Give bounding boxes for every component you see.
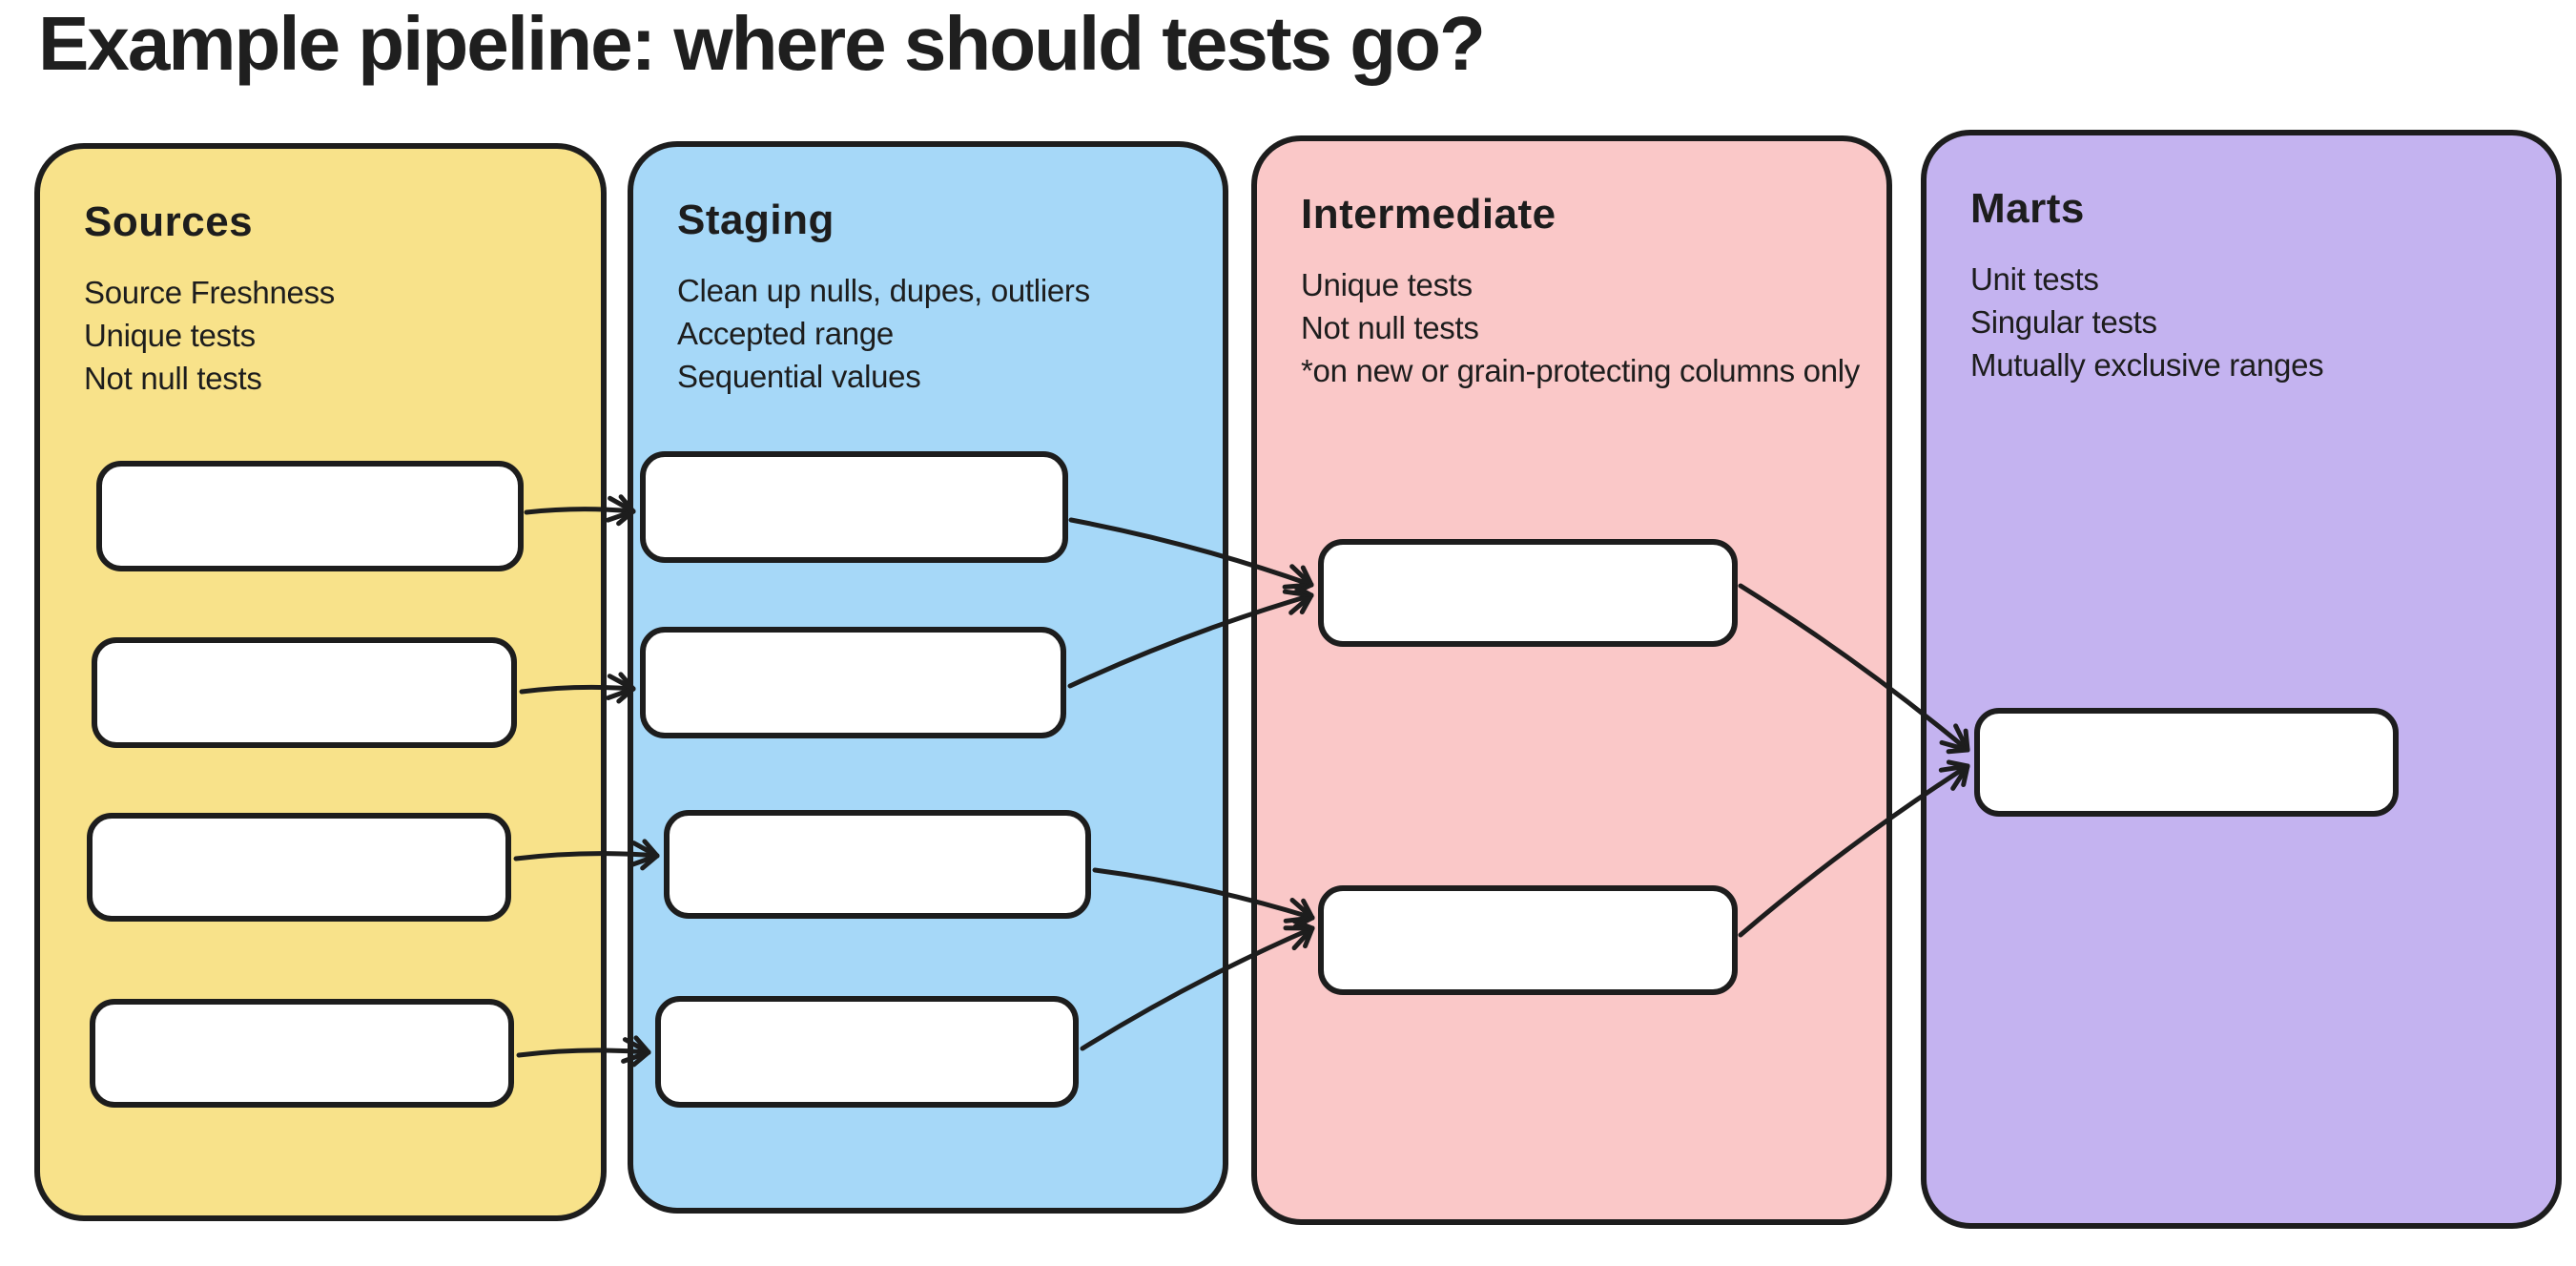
panel-marts: Marts Unit tests Singular tests Mutually… [1921, 130, 2562, 1229]
box-staging-1 [640, 451, 1068, 563]
page-title: Example pipeline: where should tests go? [38, 1, 1486, 86]
panel-intermediate: Intermediate Unique tests Not null tests… [1251, 135, 1892, 1225]
box-intermediate-2 [1318, 885, 1738, 995]
panel-sources-label: Sources [84, 198, 254, 245]
panel-staging-note-3: Sequential values [677, 359, 921, 394]
panel-marts-note-2: Singular tests [1970, 304, 2157, 340]
panel-staging-notes: Clean up nulls, dupes, outliers Accepted… [677, 269, 1223, 398]
box-source-1 [96, 461, 524, 571]
panel-marts-note-3: Mutually exclusive ranges [1970, 347, 2324, 383]
panel-marts-notes: Unit tests Singular tests Mutually exclu… [1970, 258, 2556, 386]
box-source-3 [87, 813, 511, 922]
panel-intermediate-note-2: Not null tests [1301, 310, 1479, 345]
panel-intermediate-label: Intermediate [1301, 191, 1556, 238]
panel-sources-note-1: Source Freshness [84, 275, 335, 310]
box-staging-4 [655, 996, 1079, 1108]
panel-marts-note-1: Unit tests [1970, 261, 2099, 297]
panel-staging-note-1: Clean up nulls, dupes, outliers [677, 273, 1090, 308]
box-source-4 [90, 999, 514, 1108]
panel-sources-note-2: Unique tests [84, 318, 256, 353]
box-staging-2 [640, 627, 1066, 738]
box-marts-1 [1974, 708, 2399, 817]
panel-sources-note-3: Not null tests [84, 361, 262, 396]
box-source-2 [92, 637, 517, 748]
panel-staging-note-2: Accepted range [677, 316, 894, 351]
panel-intermediate-notes: Unique tests Not null tests *on new or g… [1301, 263, 1886, 392]
box-staging-3 [664, 810, 1091, 919]
box-intermediate-1 [1318, 539, 1738, 647]
panel-staging-label: Staging [677, 197, 835, 243]
panel-intermediate-note-1: Unique tests [1301, 267, 1473, 302]
panel-marts-label: Marts [1970, 185, 2085, 232]
panel-intermediate-note-3: *on new or grain-protecting columns only [1301, 353, 1860, 388]
panel-sources-notes: Source Freshness Unique tests Not null t… [84, 271, 601, 400]
